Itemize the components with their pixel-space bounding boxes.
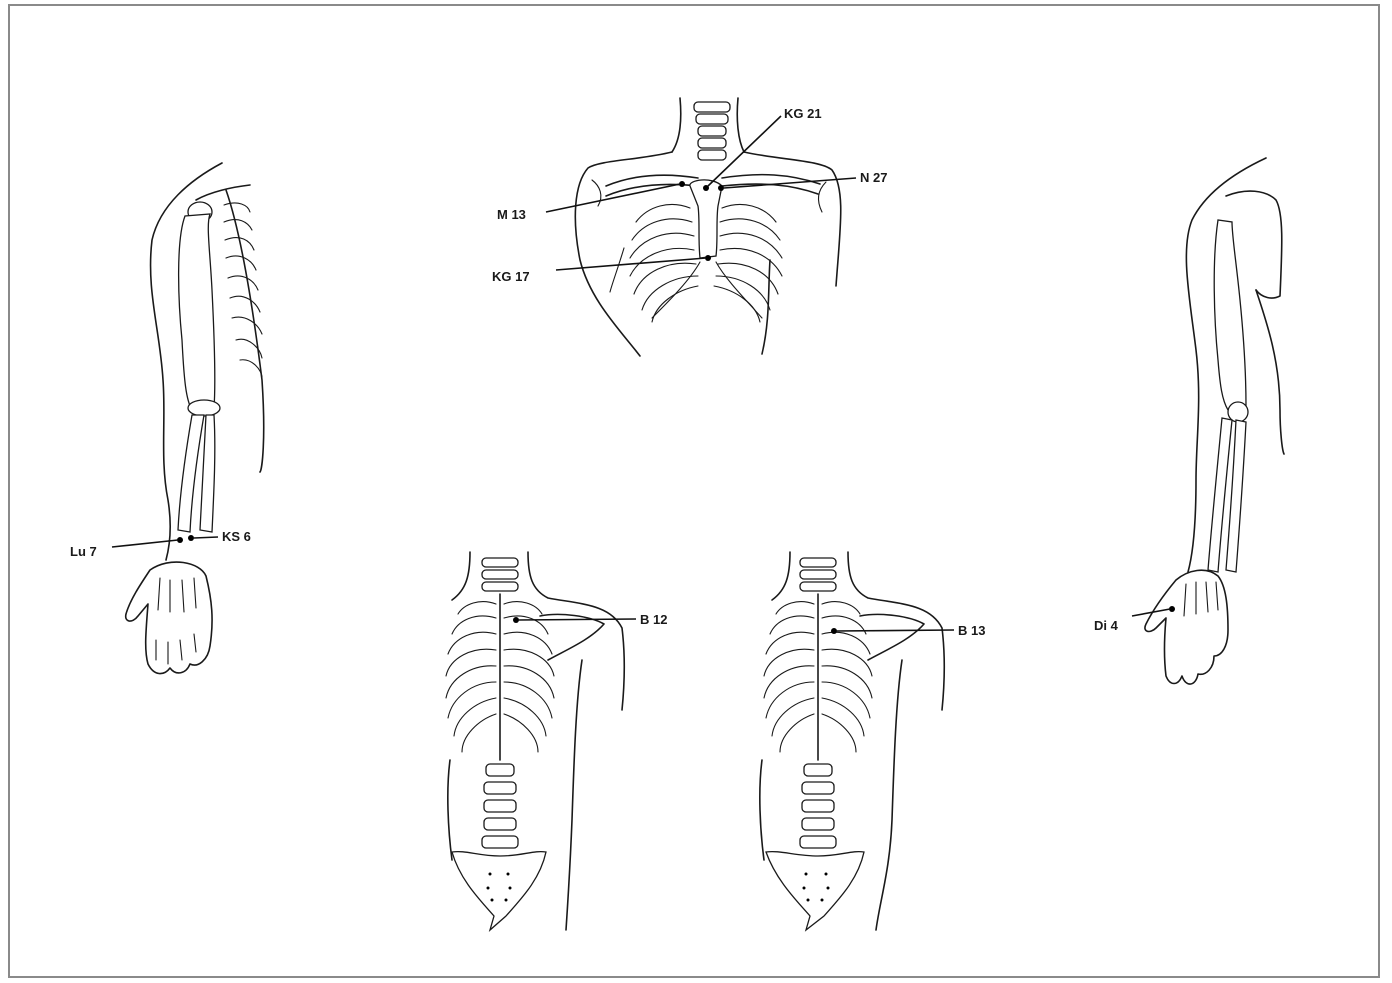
label-lu7: Lu 7 [70,544,97,559]
label-ks6: KS 6 [222,529,251,544]
label-n27: N 27 [860,170,887,185]
label-m13: M 13 [497,207,526,222]
label-b13: B 13 [958,623,985,638]
label-di4: Di 4 [1094,618,1119,633]
right-arm-figure [1132,158,1284,684]
label-kg21: KG 21 [784,106,822,121]
label-kg17: KG 17 [492,269,530,284]
back-figure-right [760,552,954,930]
chest-figure [546,98,856,356]
left-arm-figure [112,163,264,674]
label-b12: B 12 [640,612,667,627]
back-figure-left [446,552,636,930]
